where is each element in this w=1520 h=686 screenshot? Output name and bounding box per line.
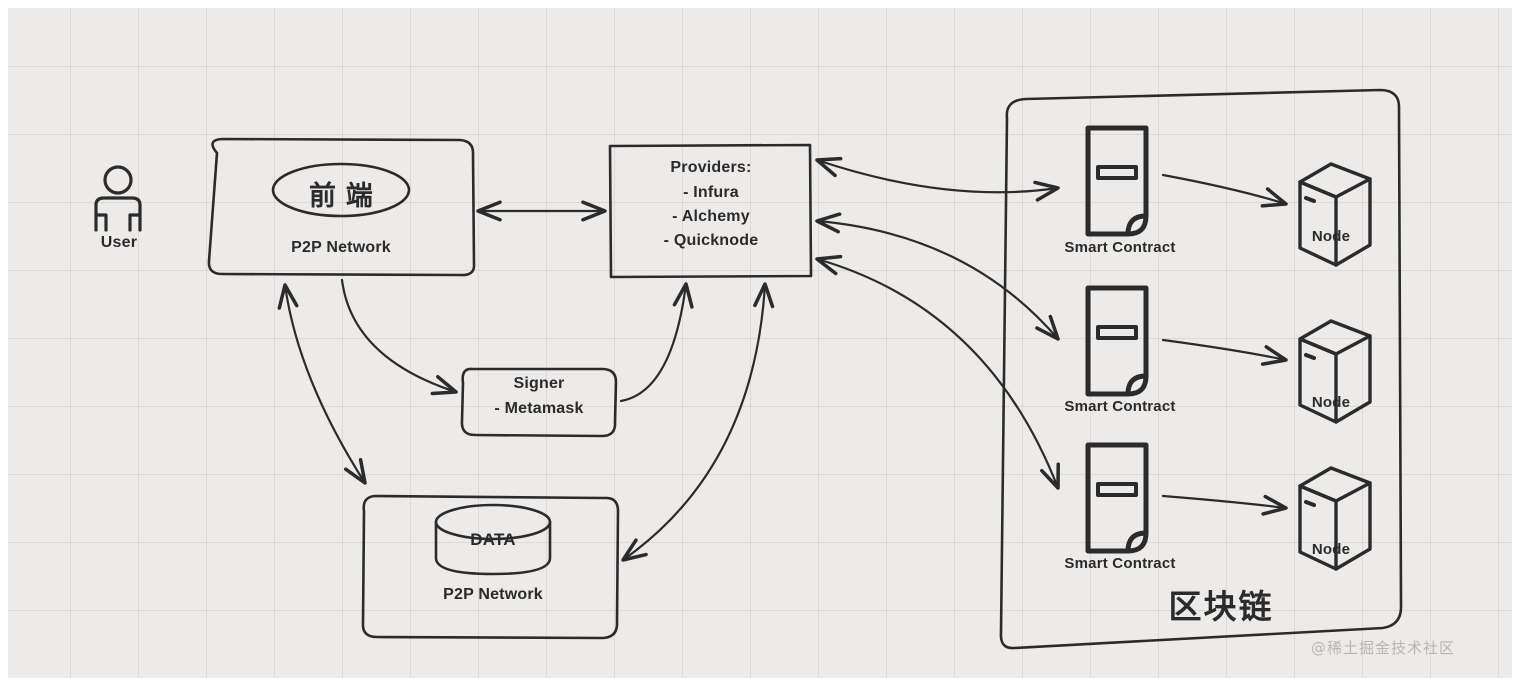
signer-box: [460, 367, 618, 438]
signer-item-metamask: - Metamask: [494, 400, 584, 417]
frontend-ellipse: [271, 162, 411, 218]
frontend-ellipse-label: 前 端: [309, 181, 373, 212]
providers-box: [608, 143, 813, 279]
blockchain-label: 区块链: [1168, 587, 1274, 626]
edge-providers-contract-1: [815, 156, 1060, 202]
edge-signer-providers: [619, 282, 694, 403]
storage-network-box: [361, 494, 620, 640]
diagram-artwork: [94, 88, 1403, 650]
user-icon: [94, 165, 142, 232]
edge-contract-node-3: [1161, 494, 1288, 516]
providers-title: Providers:: [670, 159, 752, 176]
edge-providers-contract-2: [815, 212, 1060, 341]
edge-contract-node-1: [1161, 173, 1288, 208]
node-icon-3: [1298, 466, 1372, 571]
diagram-canvas: User 前 端 P2P Network Providers: - Infura…: [8, 8, 1512, 678]
providers-item-quicknode: - Quicknode: [663, 232, 759, 249]
data-cylinder-label: DATA: [470, 530, 516, 549]
frontend-network-caption: P2P Network: [291, 239, 391, 256]
node-label-3: Node: [1311, 541, 1351, 558]
edge-contract-node-2: [1161, 338, 1288, 366]
smart-contract-icon-3: [1085, 442, 1149, 554]
edge-frontend-signer: [340, 278, 458, 396]
smart-contract-bar-1: [1096, 165, 1138, 180]
smart-contract-icon-1: [1085, 125, 1149, 237]
node-label-1: Node: [1311, 228, 1351, 245]
providers-item-infura: - Infura: [683, 184, 739, 201]
smart-contract-bar-3: [1096, 482, 1138, 497]
data-cylinder: [434, 503, 552, 576]
edge-providers-contract-3: [815, 254, 1060, 490]
smart-contract-icon-2: [1085, 285, 1149, 397]
node-icon-1: [1298, 162, 1372, 267]
watermark: @稀土掘金技术社区: [1311, 639, 1456, 657]
smart-contract-label-3: Smart Contract: [1064, 555, 1176, 572]
smart-contract-label-2: Smart Contract: [1064, 398, 1176, 415]
frontend-network-box: [207, 137, 476, 277]
edge-frontend-storage: [277, 283, 367, 485]
smart-contract-label-1: Smart Contract: [1064, 239, 1176, 256]
smart-contract-bar-2: [1096, 325, 1138, 340]
node-icon-2: [1298, 319, 1372, 424]
node-label-2: Node: [1311, 394, 1351, 411]
storage-network-caption: P2P Network: [443, 586, 543, 603]
signer-title: Signer: [513, 375, 565, 392]
providers-item-alchemy: - Alchemy: [672, 208, 750, 225]
user-label: User: [100, 234, 138, 251]
blockchain-container: [999, 88, 1403, 650]
edge-storage-providers: [621, 282, 775, 562]
